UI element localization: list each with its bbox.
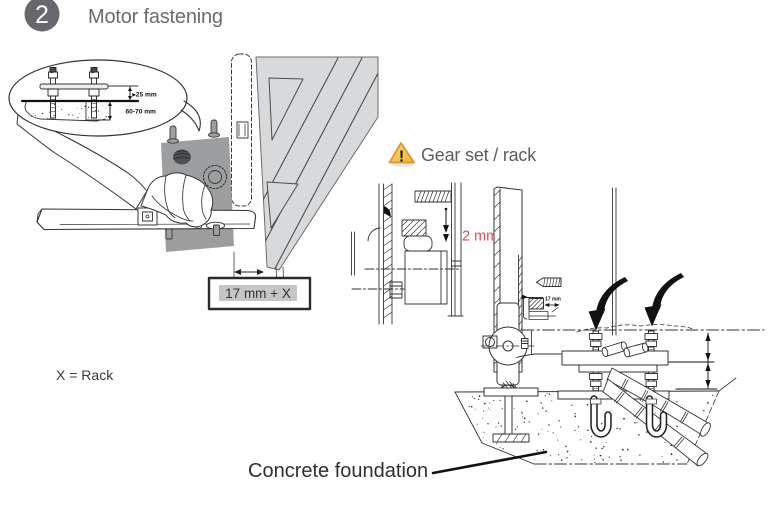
svg-text:60-70 mm: 60-70 mm	[126, 109, 157, 116]
svg-text:X = Rack: X = Rack	[56, 367, 114, 383]
svg-text:Concrete foundation: Concrete foundation	[248, 460, 428, 482]
svg-text:17 mm: 17 mm	[545, 297, 561, 303]
svg-text:Motor fastening: Motor fastening	[88, 6, 223, 28]
svg-text:▸25 mm: ▸25 mm	[132, 92, 157, 99]
svg-text:17 mm + X: 17 mm + X	[225, 286, 291, 301]
svg-text:2: 2	[35, 1, 49, 29]
svg-text:2 mm: 2 mm	[462, 229, 498, 245]
svg-text:Gear set / rack: Gear set / rack	[421, 145, 537, 165]
svg-text:!: !	[399, 149, 404, 166]
